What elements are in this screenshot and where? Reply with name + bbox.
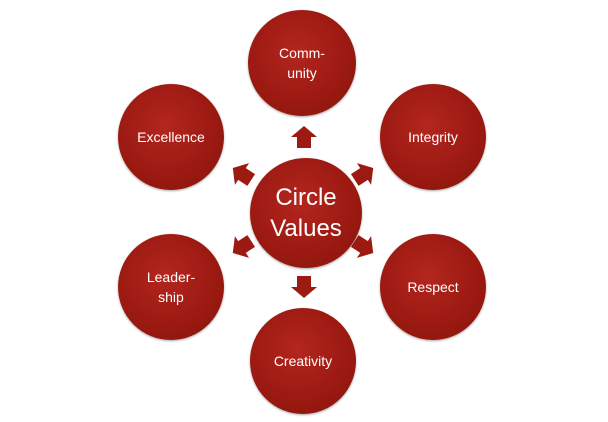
node-leadership: Leader- ship [118,234,224,340]
node-integrity: Integrity [380,84,486,190]
arrow-to-leadership [232,235,256,258]
node-integrity-label: Integrity [408,129,458,145]
node-creativity: Creativity [250,308,356,414]
arrow-to-excellence [232,163,256,186]
arrow-to-respect [350,235,374,258]
node-excellence: Excellence [118,84,224,190]
node-respect-label: Respect [407,279,459,295]
arrow-to-integrity [350,163,374,186]
node-community-label: Comm- unity [279,45,325,81]
center-node-circle-values: Circle Values [250,158,362,268]
arrow-to-community [291,126,317,148]
node-creativity-label: Creativity [273,353,333,369]
arrow-to-creativity [291,276,317,298]
node-leadership-label: Leader- ship [146,269,196,305]
center-node-label: Circle Values [270,184,342,242]
node-community: Comm- unity [248,10,356,116]
node-respect: Respect [380,234,486,340]
node-excellence-label: Excellence [137,129,205,145]
